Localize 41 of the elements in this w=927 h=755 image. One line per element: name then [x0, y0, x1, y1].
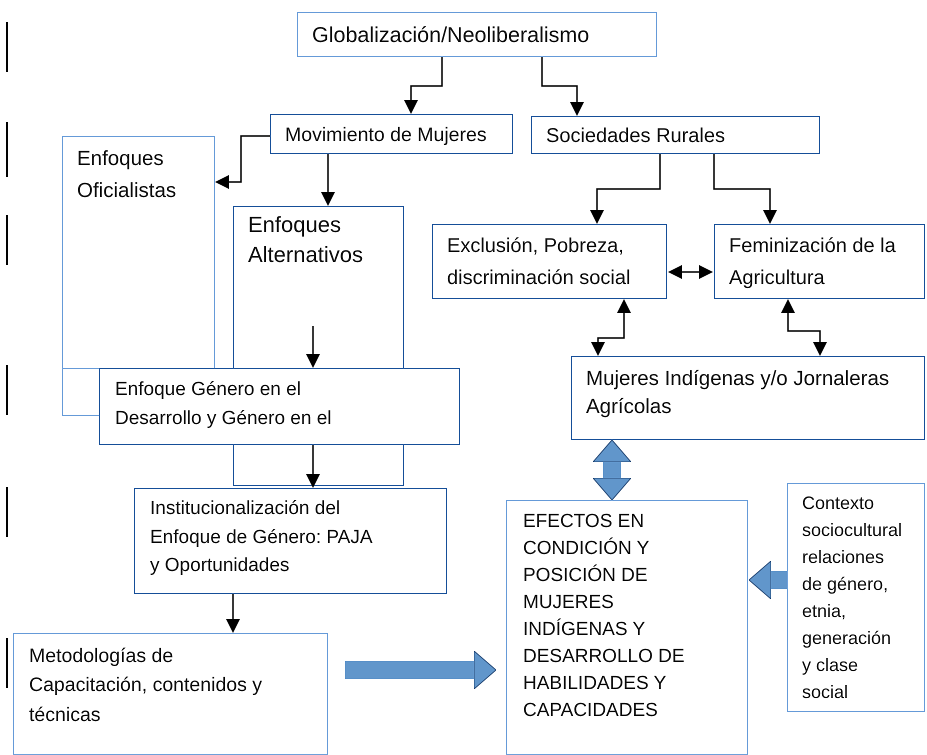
process-box — [99, 368, 460, 445]
box-label: Contexto sociocultural relaciones de género, etnia, generación y clase social — [802, 492, 902, 704]
block-arrow — [748, 560, 787, 600]
process-box — [233, 206, 404, 369]
arrow — [215, 135, 270, 189]
box-label: EFECTOS EN CONDICIÓN Y POSICIÓN DE MUJERES INDÍGENAS Y DESARROLLO DE HABILIDADES Y CAPACIDADES — [523, 510, 686, 723]
process-box — [297, 12, 657, 57]
box-label: Institucionalización del Enfoque de Género: PAJA y Oportunidades — [150, 497, 374, 578]
process-box — [62, 136, 215, 369]
process-box — [787, 483, 925, 712]
process-box — [714, 224, 925, 299]
box-label: Movimiento de Mujeres — [285, 123, 488, 148]
box-label: Enfoques Alternativos — [248, 211, 364, 269]
process-box — [134, 488, 447, 594]
arrow — [668, 265, 713, 279]
arrow — [306, 445, 320, 488]
box-label: Metodologías de Capacitación, contenidos y técnicas — [29, 644, 264, 728]
box-label: Globalización/Neoliberalismo — [312, 22, 590, 49]
process-box — [571, 356, 925, 440]
process-box — [270, 114, 513, 154]
arrow — [306, 326, 320, 368]
box-label: Feminización de la Agricultura — [729, 234, 897, 291]
arrow — [226, 594, 240, 633]
arrow — [781, 299, 827, 356]
arrow — [404, 57, 443, 114]
box-label: Sociedades Rurales — [546, 124, 726, 149]
process-box — [13, 633, 328, 755]
box-label: Enfoque Género en el Desarrollo y Género en el — [115, 378, 332, 432]
block-arrow — [592, 440, 632, 500]
process-box — [506, 500, 748, 755]
arrow — [590, 154, 661, 224]
process-box — [432, 224, 667, 299]
box-label: Exclusión, Pobreza, discriminación social — [447, 234, 632, 291]
arrow — [541, 57, 584, 116]
block-arrow — [345, 650, 496, 690]
arrow — [591, 299, 631, 356]
process-box — [531, 116, 820, 154]
arrow — [321, 154, 335, 206]
arrow — [713, 154, 777, 224]
box-label: Enfoques Oficialistas — [77, 146, 178, 204]
box-label: Mujeres Indígenas y/o Jornaleras Agrícolas — [586, 366, 890, 420]
